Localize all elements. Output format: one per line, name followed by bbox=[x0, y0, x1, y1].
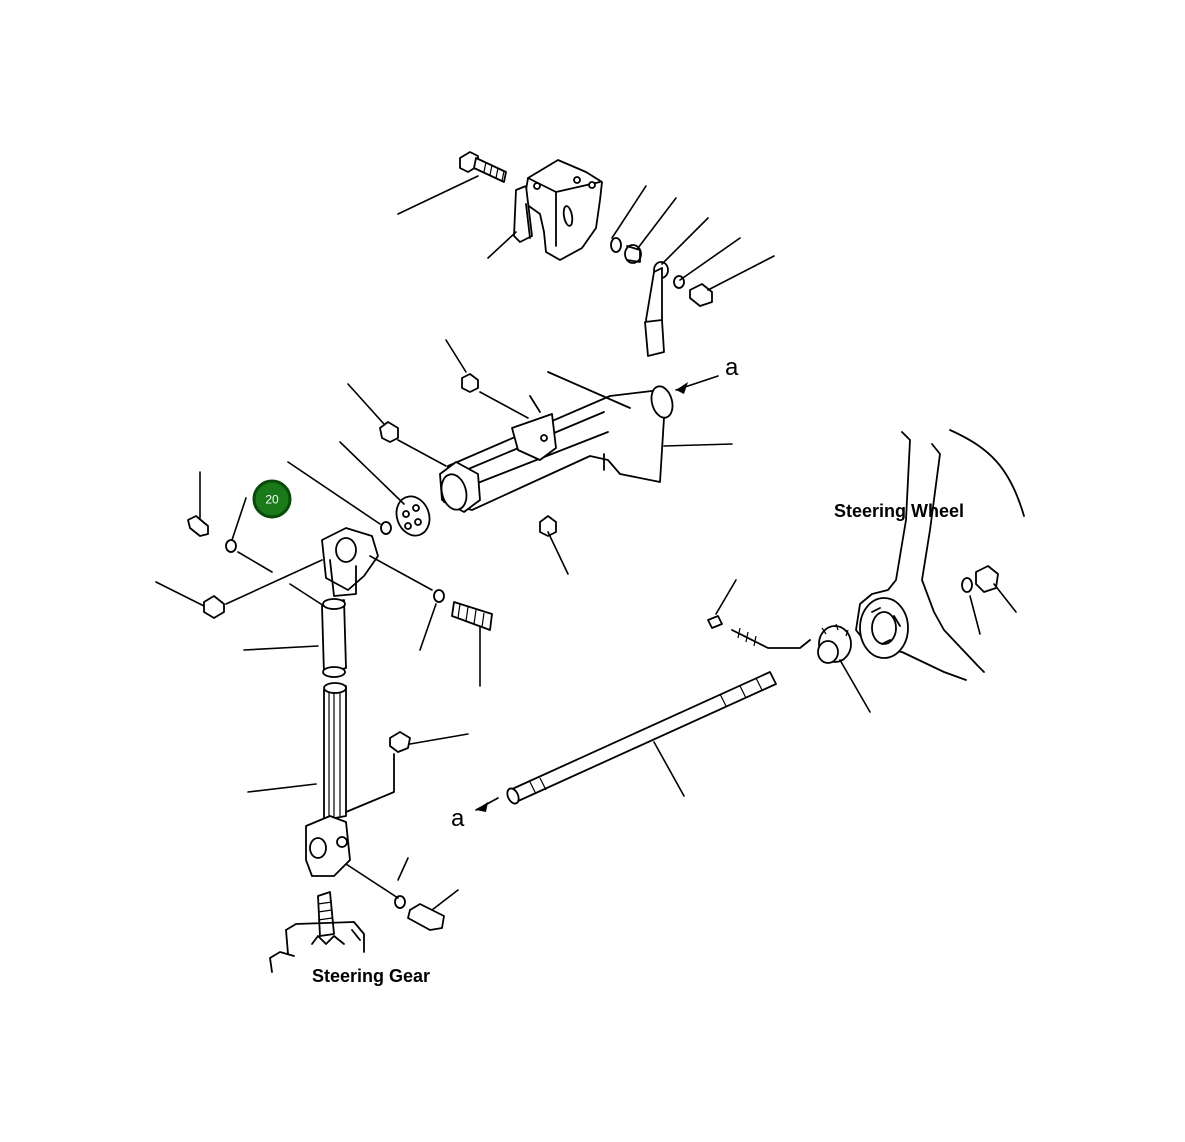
steering-wheel-label: Steering Wheel bbox=[834, 501, 964, 521]
upper-universal-joint bbox=[187, 515, 493, 678]
column-small-parts bbox=[379, 373, 557, 537]
steering-gear-drawing bbox=[269, 891, 365, 973]
steering-gear-label: Steering Gear bbox=[312, 966, 430, 986]
steering-wheel-drawing bbox=[855, 429, 1025, 681]
reference-a-top: a bbox=[725, 354, 739, 381]
reference-a-bottom: a bbox=[451, 805, 465, 832]
reference-arrows bbox=[476, 382, 688, 812]
top-bracket bbox=[513, 159, 603, 261]
top-bolt bbox=[459, 151, 507, 183]
callout-hotspot-20[interactable]: 20 bbox=[252, 479, 292, 519]
callout-marker[interactable] bbox=[252, 479, 292, 519]
lever-stack bbox=[610, 237, 713, 357]
callout-number: 20 bbox=[265, 493, 279, 507]
leader-lines bbox=[155, 175, 1017, 911]
lower-shaft-joint bbox=[305, 682, 445, 931]
steering-shaft bbox=[506, 615, 852, 805]
steering-column bbox=[439, 371, 674, 513]
